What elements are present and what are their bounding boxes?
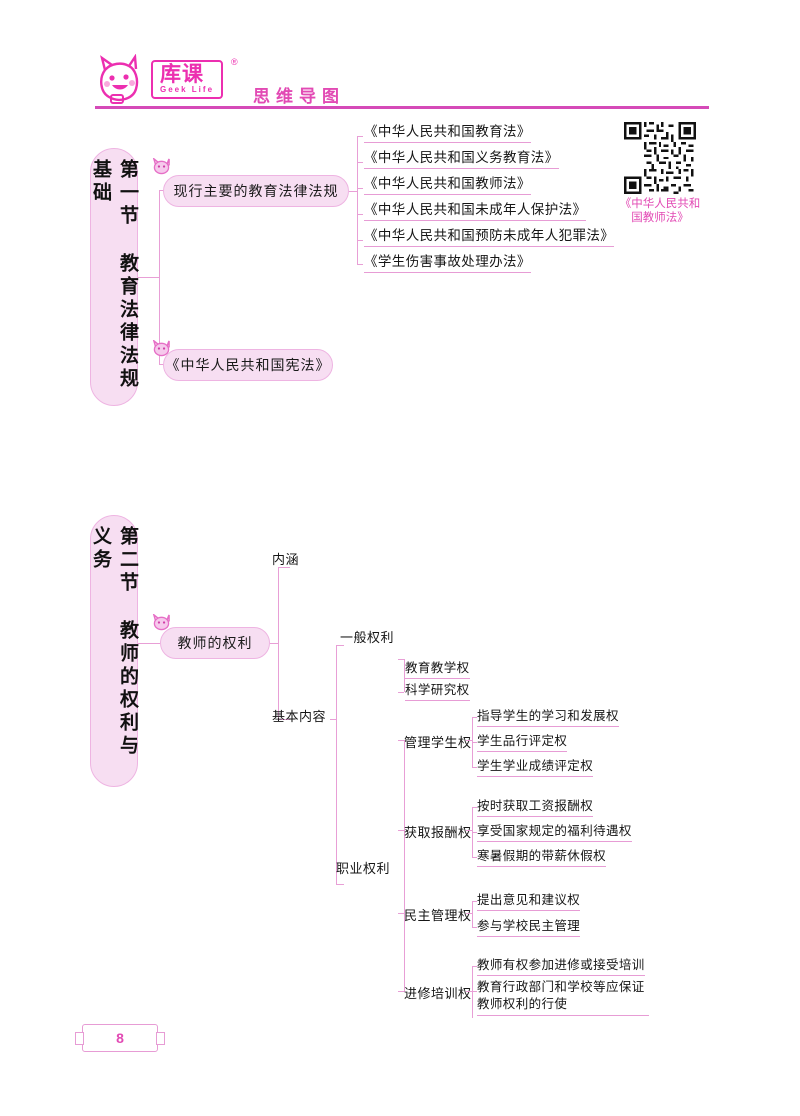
qr-code-icon[interactable]	[624, 122, 696, 194]
basic-content-connector	[278, 719, 290, 721]
section1-branch-constitution[interactable]: 《中华人民共和国宪法》	[163, 349, 333, 381]
g3-item-connector-1	[472, 901, 477, 903]
g1-stem	[466, 740, 472, 742]
page-number: 8	[75, 1024, 165, 1052]
right-item[interactable]: 寒暑假期的带薪休假权	[477, 845, 607, 867]
section1-trunk-vertical	[159, 190, 161, 365]
law-connector-2	[357, 162, 363, 164]
group-label-training[interactable]: 进修培训权	[404, 986, 472, 1001]
brand-name-cn: 库课	[160, 63, 204, 86]
section2-trunk-stub	[138, 643, 160, 645]
law-item[interactable]: 《中华人民共和国教育法》	[364, 120, 531, 143]
law-item[interactable]: 《中华人民共和国预防未成年人犯罪法》	[364, 224, 615, 247]
group-label-student-management[interactable]: 管理学生权	[404, 735, 472, 750]
group-label-democratic-management[interactable]: 民主管理权	[404, 908, 472, 923]
header-divider	[95, 106, 709, 109]
cat-head-icon	[152, 614, 170, 631]
brand-wordmark: 库课 Geek Life	[151, 60, 224, 99]
label-basic-content[interactable]: 基本内容	[272, 709, 327, 724]
cat-head-icon	[152, 158, 170, 175]
g4-item-connector-2	[472, 991, 477, 993]
g2-item-connector-3	[472, 857, 477, 859]
section2-title-node[interactable]: 第二节 教师的权利与义务	[90, 515, 138, 787]
page-title: 思维导图	[253, 87, 345, 106]
page-header: 库课 Geek Life ® 思维导图	[95, 52, 735, 110]
general-item-connector-2	[398, 692, 404, 694]
professional-groups-spine	[404, 740, 406, 992]
laws-list-stem	[349, 191, 357, 193]
law-connector-4	[357, 214, 363, 216]
rights-spine	[278, 567, 280, 719]
general-right-item[interactable]: 科学研究权	[405, 679, 470, 701]
qr-caption-line2: 国教师法》	[631, 212, 689, 224]
right-item[interactable]: 教育行政部门和学校等应保证教师权利的行使	[477, 979, 649, 1016]
law-connector-1	[357, 136, 363, 138]
basic-content-stem	[330, 719, 336, 721]
g4-stem	[466, 991, 472, 993]
law-connector-5	[357, 240, 363, 242]
general-items-spine	[404, 659, 406, 692]
right-item[interactable]: 按时获取工资报酬权	[477, 795, 594, 817]
qr-code-block[interactable]: 《中华人民共和 国教师法》	[620, 122, 706, 225]
right-item[interactable]: 学生学业成绩评定权	[477, 755, 594, 777]
section1-branch-current-laws[interactable]: 现行主要的教育法律法规	[163, 175, 349, 207]
group-connector-1	[398, 740, 404, 742]
law-item[interactable]: 《学生伤害事故处理办法》	[364, 250, 531, 273]
law-item[interactable]: 《中华人民共和国义务教育法》	[364, 146, 559, 169]
label-connotation[interactable]: 内涵	[272, 552, 300, 567]
brand-name-en: Geek Life	[160, 85, 215, 94]
brand-cat-logo-icon	[100, 54, 139, 104]
g2-stem	[466, 830, 472, 832]
connotation-connector	[278, 567, 290, 569]
law-connector-3	[357, 188, 363, 190]
rights-stem	[270, 643, 278, 645]
professional-rights-connector	[336, 884, 344, 886]
right-item[interactable]: 指导学生的学习和发展权	[477, 705, 619, 727]
general-right-item[interactable]: 教育教学权	[405, 657, 470, 679]
right-item[interactable]: 享受国家规定的福利待遇权	[477, 820, 632, 842]
general-item-connector-1	[398, 659, 404, 661]
right-item[interactable]: 学生品行评定权	[477, 730, 568, 752]
g3-spine	[472, 901, 474, 927]
group-connector-4	[398, 991, 404, 993]
label-professional-rights[interactable]: 职业权利	[336, 861, 391, 876]
label-general-rights[interactable]: 一般权利	[340, 630, 395, 645]
g1-item-connector-2	[472, 742, 477, 744]
qr-caption: 《中华人民共和 国教师法》	[614, 197, 706, 225]
group-label-remuneration[interactable]: 获取报酬权	[404, 825, 472, 840]
registered-mark: ®	[231, 57, 238, 67]
law-connector-6	[357, 264, 363, 266]
section1-title-node[interactable]: 第一节 教育法律法规基础	[90, 148, 138, 406]
cat-head-icon	[152, 340, 170, 357]
law-item[interactable]: 《中华人民共和国教师法》	[364, 172, 531, 195]
g4-item-connector-1	[472, 966, 477, 968]
g3-item-connector-2	[472, 927, 477, 929]
g3-stem	[466, 913, 472, 915]
group-connector-2	[398, 830, 404, 832]
g2-item-connector-2	[472, 832, 477, 834]
section1-trunk-stub	[138, 277, 160, 279]
right-item[interactable]: 参与学校民主管理	[477, 915, 581, 937]
laws-list-spine	[357, 136, 359, 264]
g2-item-connector-1	[472, 807, 477, 809]
g1-item-connector-3	[472, 767, 477, 769]
general-rights-connector	[336, 645, 344, 647]
g1-item-connector-1	[472, 717, 477, 719]
basic-content-spine	[336, 645, 338, 885]
group-connector-3	[398, 913, 404, 915]
section2-branch-teacher-rights[interactable]: 教师的权利	[160, 627, 270, 659]
law-item[interactable]: 《中华人民共和国未成年人保护法》	[364, 198, 587, 221]
qr-caption-line1: 《中华人民共和	[619, 198, 701, 210]
right-item[interactable]: 教师有权参加进修或接受培训	[477, 954, 645, 976]
right-item[interactable]: 提出意见和建议权	[477, 889, 581, 911]
